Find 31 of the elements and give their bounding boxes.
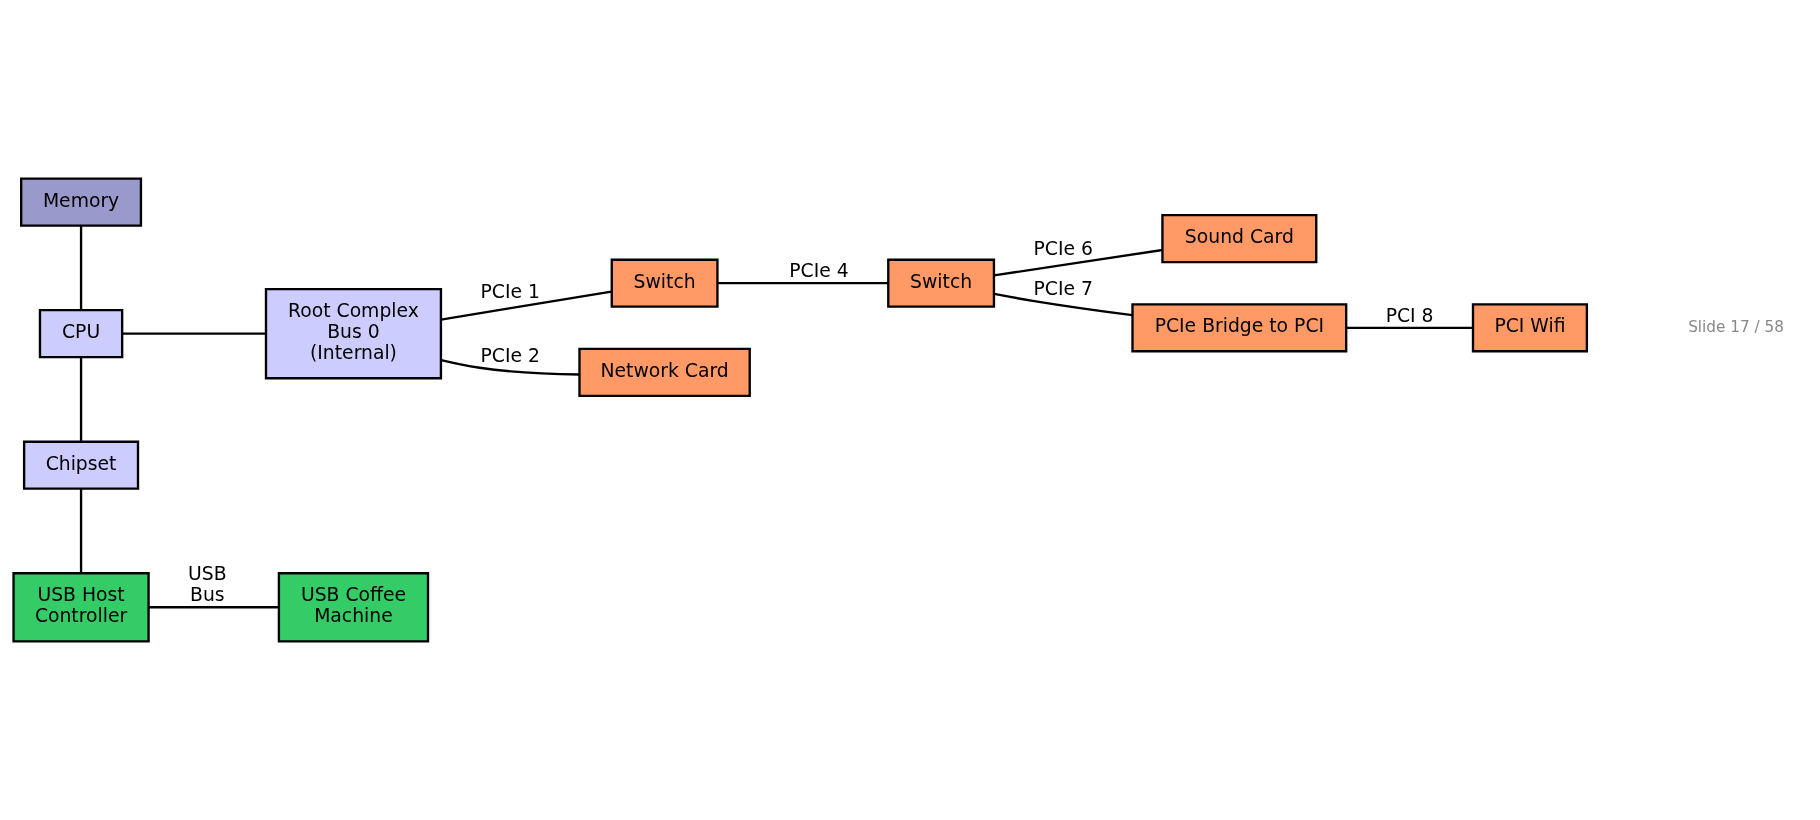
connector bbox=[79, 357, 83, 442]
connector bbox=[994, 248, 1163, 277]
connector bbox=[717, 282, 889, 285]
connector bbox=[994, 292, 1133, 317]
edge-label: PCIe 1 bbox=[480, 281, 540, 303]
edge-label: PCIe 6 bbox=[1033, 237, 1093, 259]
label: Slide 17 / 58 bbox=[1688, 317, 1784, 336]
node-box: Switch bbox=[887, 258, 996, 308]
node-box: Sound Card bbox=[1161, 213, 1318, 264]
connector bbox=[440, 290, 612, 321]
node-box: Chipset bbox=[22, 440, 140, 490]
edge-label: PCIe 7 bbox=[1033, 277, 1093, 299]
node-box: Memory bbox=[20, 177, 143, 227]
connector bbox=[79, 225, 83, 311]
edge-label: PCIe 2 bbox=[480, 344, 540, 366]
edge-label: USB Bus bbox=[188, 563, 227, 606]
edge-label: PCI 8 bbox=[1385, 304, 1434, 326]
connector bbox=[148, 606, 279, 609]
node-box: CPU bbox=[38, 309, 124, 359]
connector bbox=[1346, 326, 1473, 329]
node-box: PCI Wifi bbox=[1471, 303, 1589, 353]
node-box: Switch bbox=[610, 258, 719, 308]
connector bbox=[440, 358, 580, 376]
edge-label: PCIe 4 bbox=[789, 260, 849, 282]
node-box: PCIe Bridge to PCI bbox=[1131, 303, 1348, 353]
node-box: USB Host Controller bbox=[12, 572, 150, 643]
node-box: USB Coffee Machine bbox=[277, 572, 430, 643]
connector bbox=[122, 332, 266, 335]
connector bbox=[79, 488, 83, 573]
node-box: Network Card bbox=[578, 347, 751, 398]
node-box: Root Complex Bus 0 (Internal) bbox=[264, 287, 443, 380]
